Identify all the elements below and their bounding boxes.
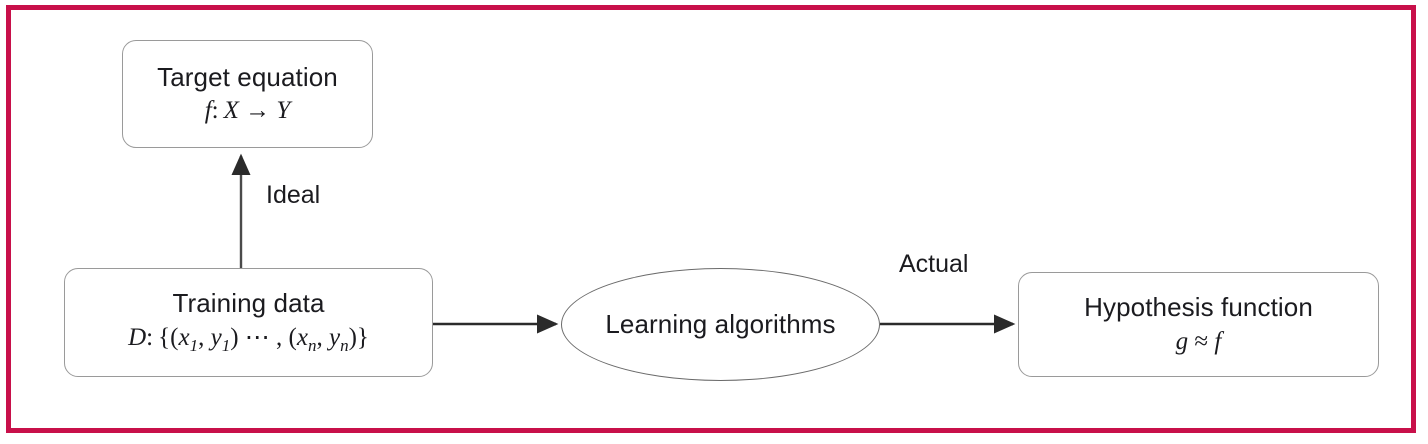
formula-token-subn: n — [307, 336, 317, 356]
node-hypothesis-function[interactable]: Hypothesis function g ≈ f — [1018, 272, 1379, 377]
formula-token-sub1: 1 — [189, 336, 199, 356]
formula-token-comma1: , — [198, 324, 211, 352]
node-target-equation-title: Target equation — [157, 61, 338, 92]
formula-token-x1: x — [178, 324, 190, 352]
node-hypothesis-function-formula: g ≈ f — [1176, 327, 1222, 357]
edge-label-ideal: Ideal — [266, 181, 321, 209]
formula-token-y1: y — [210, 324, 222, 352]
formula-token-colon: : — [211, 97, 219, 125]
formula-token-openbrace: {( — [158, 324, 179, 352]
formula-token-Y: Y — [276, 97, 291, 125]
formula-token-dots: ) ⋯ , ( — [230, 324, 297, 352]
node-target-equation-formula: f: X → Y — [205, 96, 291, 126]
formula-token-f: f — [204, 97, 212, 125]
edge-label-actual: Actual — [899, 250, 969, 278]
formula-token-yn: y — [328, 324, 341, 352]
formula-token-sub1b: 1 — [221, 336, 231, 356]
node-learning-algorithms-title: Learning algorithms — [605, 309, 836, 340]
formula-token-colon2: : — [146, 324, 154, 352]
node-target-equation[interactable]: Target equation f: X → Y — [122, 40, 373, 148]
formula-token-xn: x — [296, 324, 308, 352]
formula-token-approx: ≈ — [1194, 327, 1209, 355]
node-training-data-title: Training data — [172, 288, 325, 319]
formula-token-D: D — [128, 324, 147, 352]
formula-token-subn2: n — [340, 336, 349, 356]
node-training-data-formula: D: {(x1, y1) ⋯ , (xn, yn)} — [128, 323, 369, 356]
formula-token-g: g — [1175, 327, 1189, 355]
formula-token-X: X — [223, 97, 239, 125]
formula-token-f2: f — [1214, 327, 1222, 355]
formula-token-arrow: → — [245, 97, 271, 125]
node-training-data[interactable]: Training data D: {(x1, y1) ⋯ , (xn, yn)} — [64, 268, 433, 377]
node-hypothesis-function-title: Hypothesis function — [1084, 292, 1313, 323]
formula-token-comma2: , — [316, 324, 329, 352]
formula-token-closebrace: )} — [348, 324, 369, 352]
node-learning-algorithms[interactable]: Learning algorithms — [561, 268, 880, 381]
